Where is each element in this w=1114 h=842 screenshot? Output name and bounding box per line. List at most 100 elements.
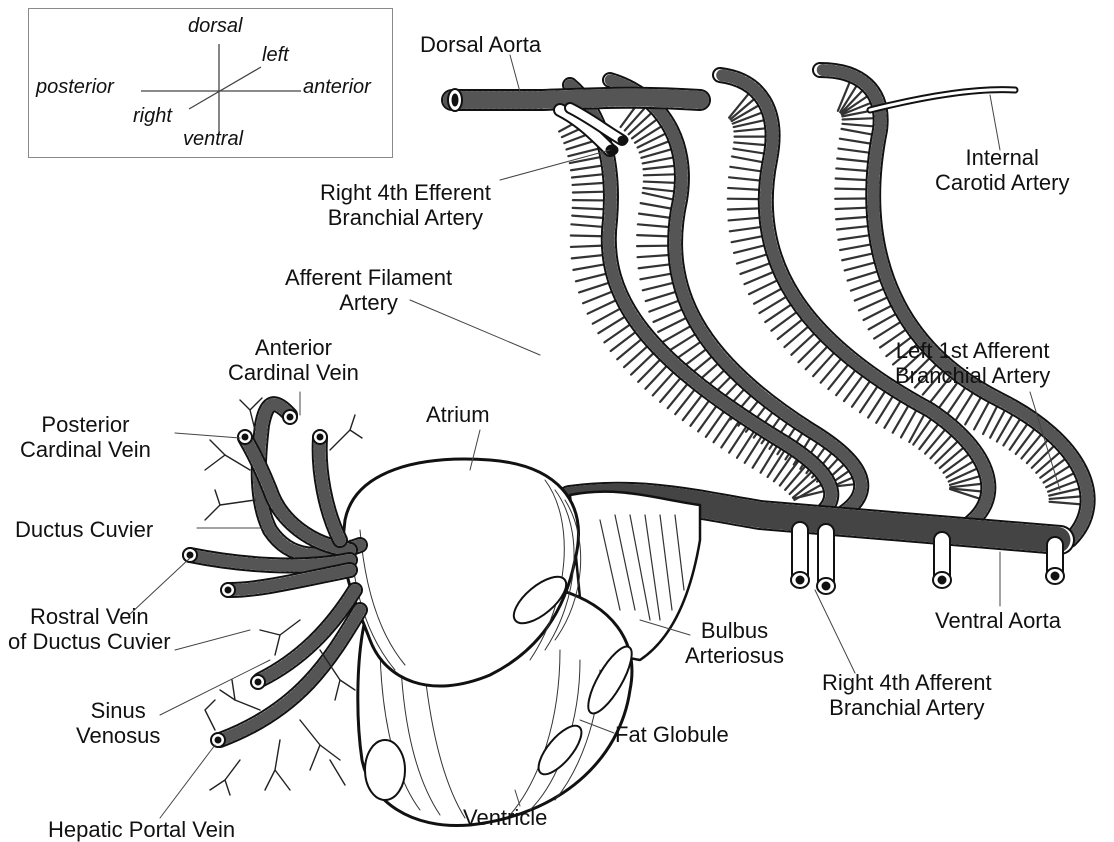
gill-filament [836, 370, 856, 395]
leader-line [510, 55, 520, 92]
gill-filament [1016, 428, 1035, 454]
gill-filament [842, 124, 874, 127]
label-right-4th-efferent: Right 4th Efferent Branchial Artery [320, 180, 491, 230]
gill-filament [840, 244, 871, 250]
gill-filament [631, 353, 654, 375]
gill-filament [728, 188, 760, 190]
vein-twig [232, 680, 235, 700]
gill-filament [640, 274, 671, 280]
gill-filament [571, 224, 603, 227]
orient-ventral: ventral [183, 128, 243, 150]
gill-filament [732, 156, 763, 162]
vein-lumen [317, 434, 323, 440]
gill-filament [935, 441, 958, 463]
gill-filament [740, 263, 770, 274]
gill-filament [1003, 418, 1020, 445]
label-right-4th-afferent: Right 4th Afferent Branchial Artery [822, 670, 992, 720]
gill-filament [734, 128, 766, 131]
gill-filament [838, 235, 870, 240]
gill-filament [638, 133, 667, 147]
gill-filament [947, 461, 974, 477]
label-anterior-cardinal: Anterior Cardinal Vein [228, 335, 359, 385]
leader-line [175, 630, 250, 650]
gill-filament [1032, 445, 1055, 467]
label-sinus-venosus: Sinus Venosus [76, 698, 160, 748]
vein-twig [225, 760, 240, 795]
gill-filament [729, 218, 761, 221]
gill-filament [848, 271, 879, 280]
vein-twig [330, 760, 345, 785]
gill-filament [851, 280, 881, 291]
label-dorsal-aorta: Dorsal Aorta [420, 32, 541, 57]
label-hepatic-portal-vein: Hepatic Portal Vein [48, 817, 235, 842]
gill-filament [729, 177, 761, 180]
gill-filament [940, 447, 964, 468]
vein-lumen [215, 737, 221, 743]
gill-filament [572, 255, 604, 258]
gill-filament [784, 326, 808, 347]
vein-twig [275, 635, 280, 655]
gill-filament [733, 149, 765, 154]
gill-filament [745, 272, 774, 284]
vein-twig [240, 400, 255, 430]
gill-filament [643, 193, 674, 200]
orient-posterior: posterior [36, 76, 114, 98]
gill-filament [714, 416, 732, 442]
gill-filament [944, 454, 970, 473]
vein-twig [220, 690, 260, 710]
gill-filament [734, 142, 766, 145]
gill-filament [644, 182, 676, 183]
orient-right: right [133, 105, 172, 127]
vein-twig [275, 770, 290, 790]
gill-filament [919, 424, 938, 449]
vein-lumen [242, 434, 248, 440]
vein-twig [205, 700, 215, 730]
gill-filament [721, 421, 739, 448]
vein-twig [215, 490, 220, 505]
gill-filament [730, 227, 762, 231]
gill-filament [855, 289, 885, 301]
gill-filament [845, 262, 876, 270]
gill-filament [572, 174, 604, 177]
vein-twig [265, 740, 280, 790]
leader-line [175, 433, 240, 438]
gill-filament [572, 216, 604, 218]
orient-anterior: anterior [303, 76, 371, 98]
gill-filament [660, 378, 681, 402]
gill-filament [638, 359, 660, 382]
gill-filament [843, 118, 875, 119]
gill-filament [1050, 502, 1082, 505]
label-rostral-vein: Rostral Vein of Ductus Cuvier [8, 604, 171, 654]
gill-filament [737, 254, 768, 263]
leader-line [990, 95, 1000, 150]
label-internal-carotid: Internal Carotid Artery [935, 145, 1070, 195]
gill-filament [806, 346, 828, 369]
gill-filament [568, 148, 599, 156]
gill-filament [844, 375, 863, 401]
leader-line [815, 590, 855, 673]
gill-filament [643, 157, 674, 163]
gill-filament [836, 217, 868, 219]
gill-filament [571, 236, 603, 237]
gill-filament [836, 168, 868, 171]
vein-twig [260, 620, 300, 635]
label-bulbus-arteriosus: Bulbus Arteriosus [685, 618, 784, 668]
vein-twig [210, 780, 225, 790]
gill-filament [836, 179, 868, 181]
vein-twig [205, 455, 225, 470]
label-ventral-aorta: Ventral Aorta [935, 608, 1061, 633]
gill-filament [639, 264, 671, 268]
gill-filament [576, 274, 607, 282]
gill-filament [573, 208, 605, 209]
gill-filament [571, 246, 603, 247]
gill-filament [791, 333, 814, 355]
gill-filament [706, 411, 724, 437]
vein-twig [300, 720, 320, 770]
gill-filament [624, 346, 648, 367]
gill-filament [573, 183, 605, 185]
cardinal-vein-branch [320, 438, 340, 540]
gill-filament [644, 166, 676, 169]
leader-line [160, 745, 215, 818]
gill-filament [573, 264, 605, 270]
gill-filament [646, 292, 677, 301]
